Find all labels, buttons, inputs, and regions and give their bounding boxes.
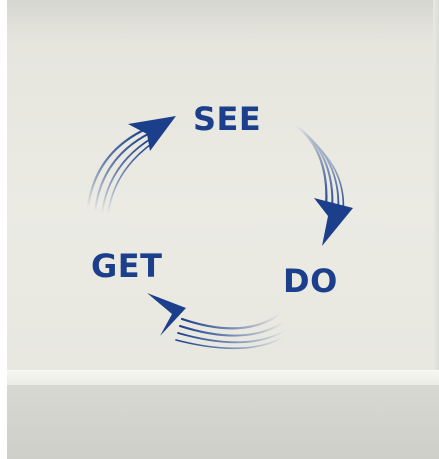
arrowhead-icon	[147, 293, 186, 336]
arrowhead-icon	[314, 198, 353, 246]
arrow-see-to-do	[294, 124, 353, 246]
label-see: SEE	[193, 100, 261, 138]
arrow-get-to-see	[88, 116, 176, 214]
label-do: DO	[283, 262, 338, 300]
arrow-do-to-get	[147, 293, 286, 348]
label-get: GET	[91, 247, 162, 285]
